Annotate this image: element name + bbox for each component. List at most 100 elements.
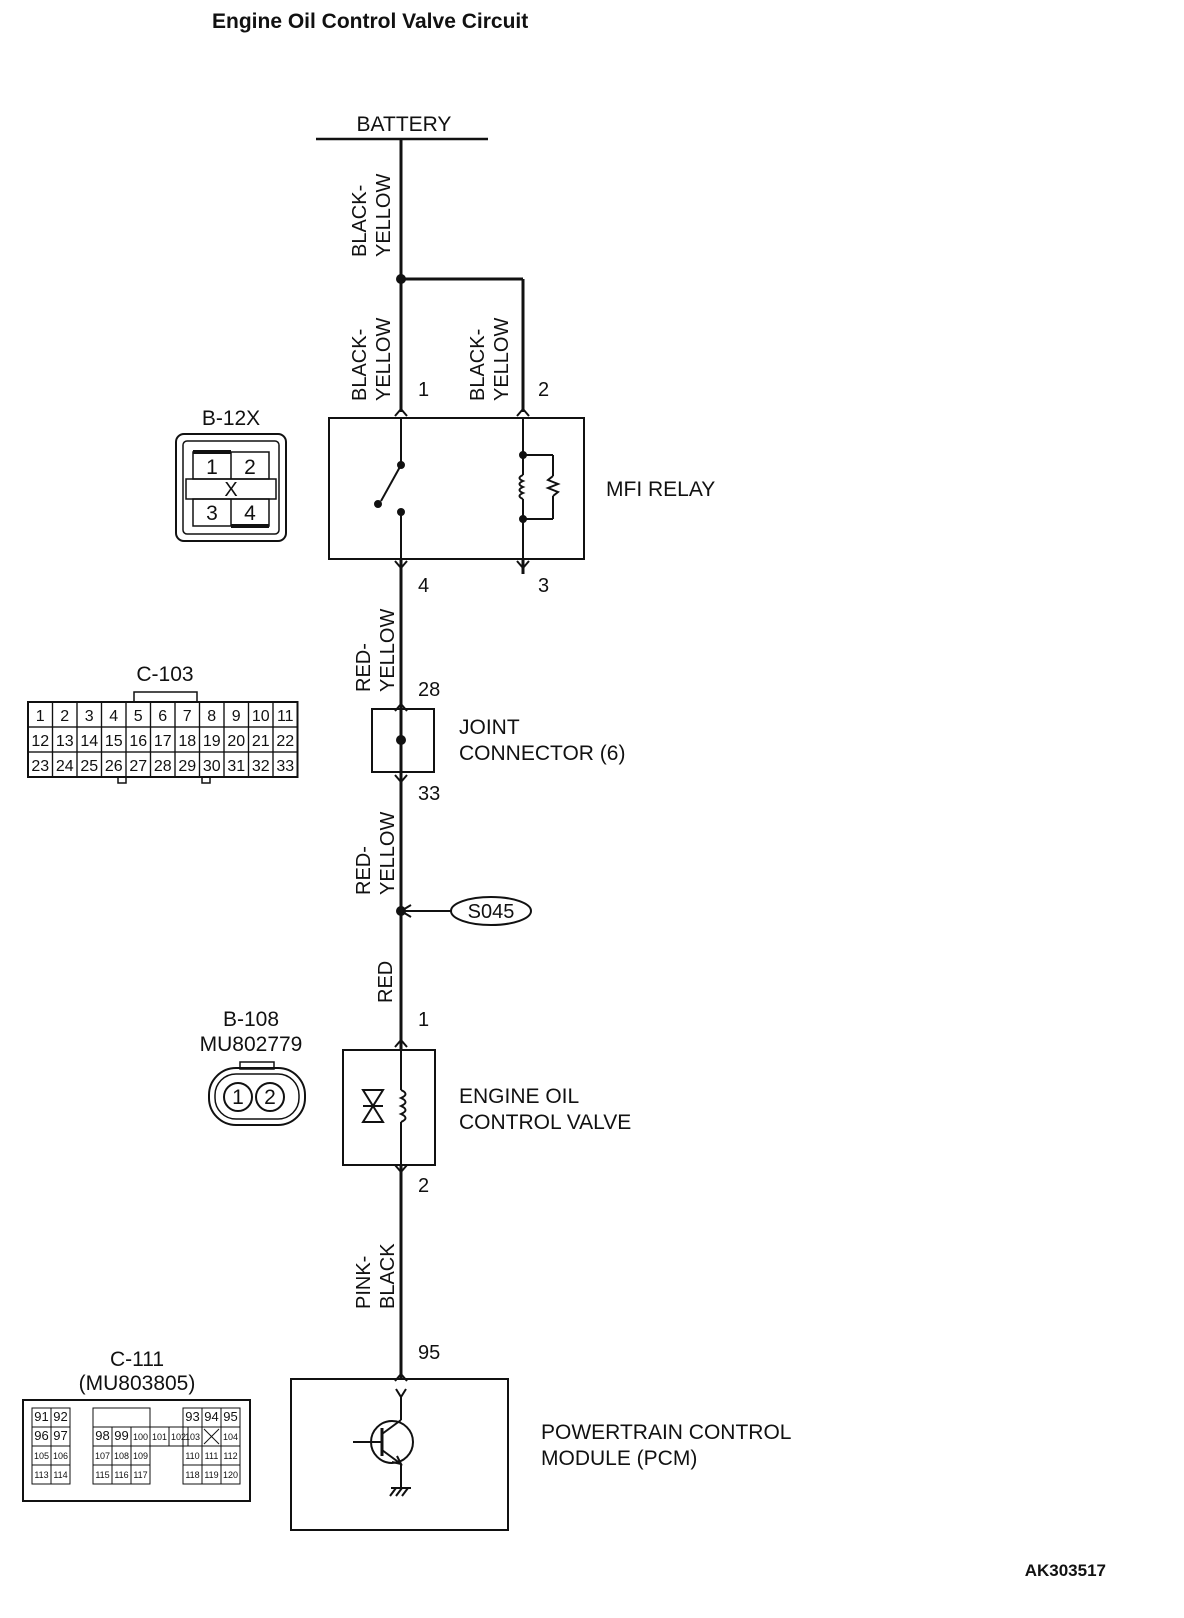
c111-pin-label: 101 — [152, 1432, 167, 1442]
valve-label-1: ENGINE OIL — [459, 1085, 579, 1108]
joint-connector-box — [371, 708, 435, 773]
svg-text:RED-: RED- — [353, 643, 375, 692]
c111-pin-label: 113 — [34, 1470, 48, 1480]
c103-pin-label: 16 — [129, 733, 147, 750]
relay-switch-symbol — [374, 418, 405, 559]
c103-pin-label: 5 — [134, 708, 143, 725]
mfi-relay-box — [328, 417, 585, 560]
b108-pin-2: 2 — [264, 1086, 276, 1109]
svg-text:YELLOW: YELLOW — [377, 812, 399, 895]
c103-pin-label: 31 — [227, 758, 245, 775]
svg-text:BLACK-: BLACK- — [349, 185, 371, 257]
oil-control-valve-box — [342, 1049, 436, 1166]
relay-coil-symbol — [518, 418, 561, 559]
b12x-pin-3: 3 — [206, 502, 218, 525]
b12x-pin-2: 2 — [244, 456, 256, 479]
wire-label-battery-feed: BLACK- YELLOW — [349, 174, 395, 257]
c103-pin-label: 27 — [129, 758, 147, 775]
c103-pin-label: 18 — [178, 733, 196, 750]
transistor-symbol — [353, 1388, 414, 1497]
c111-pin-label: 97 — [53, 1428, 67, 1443]
c111-pin-label: 110 — [185, 1451, 199, 1461]
connector-b108-part: MU802779 — [200, 1033, 303, 1056]
c103-pin-label: 8 — [207, 708, 216, 725]
c111-pin-label: 96 — [34, 1428, 48, 1443]
c111-cavity — [50, 1464, 71, 1485]
c111-blank-cavity — [203, 1428, 220, 1445]
c111-pin-label: 94 — [204, 1409, 218, 1424]
c103-pin-label: 6 — [158, 708, 167, 725]
c103-pin-label: 9 — [232, 708, 241, 725]
c103-pin-label: 29 — [178, 758, 196, 775]
wire-label-relay-pin2: BLACK- YELLOW — [467, 318, 513, 401]
c111-pin-label: 93 — [185, 1409, 199, 1424]
c103-pin-label: 2 — [60, 708, 69, 725]
c103-pin-label: 22 — [276, 733, 294, 750]
c111-cavity — [168, 1426, 189, 1447]
c103-pin-label: 7 — [183, 708, 192, 725]
relay-pin-1: 1 — [418, 379, 429, 401]
c111-cavity — [130, 1464, 151, 1485]
svg-text:YELLOW: YELLOW — [373, 318, 395, 401]
c111-pin-label: 109 — [133, 1451, 148, 1461]
c111-cavity — [220, 1464, 241, 1485]
c103-pin-label: 20 — [227, 733, 245, 750]
connector-b12x-name: B-12X — [202, 407, 260, 430]
c103-pin-label: 23 — [31, 758, 49, 775]
c111-pin-label: 95 — [223, 1409, 237, 1424]
svg-text:RED: RED — [375, 961, 397, 1003]
svg-text:RED-: RED- — [353, 846, 375, 895]
c111-pin-label: 120 — [223, 1470, 238, 1480]
figure-code: AK303517 — [1025, 1561, 1106, 1580]
svg-text:BLACK-: BLACK- — [349, 329, 371, 401]
valve-pin-1: 1 — [418, 1009, 429, 1031]
joint-pin-28: 28 — [418, 679, 440, 701]
joint-label-1: JOINT — [459, 716, 520, 739]
c103-pin-label: 25 — [80, 758, 98, 775]
pcm-label-2: MODULE (PCM) — [541, 1447, 697, 1470]
c111-pin-label: 92 — [53, 1409, 67, 1424]
c111-pin-label: 100 — [133, 1432, 148, 1442]
splice-tag — [450, 896, 532, 926]
valve-label-2: CONTROL VALVE — [459, 1111, 631, 1134]
c111-pin-label: 106 — [53, 1451, 68, 1461]
c111-pin-label: 103 — [185, 1432, 200, 1442]
svg-text:BLACK-: BLACK- — [467, 329, 489, 401]
c103-pin-label: 32 — [252, 758, 270, 775]
c103-pin-label: 3 — [85, 708, 94, 725]
connector-b108-name: B-108 — [223, 1008, 279, 1031]
c111-pin-label: 116 — [114, 1470, 128, 1480]
b108-pin-1: 1 — [232, 1086, 244, 1109]
c103-pin-label: 33 — [276, 758, 294, 775]
battery-label: BATTERY — [357, 113, 452, 136]
joint-label-2: CONNECTOR (6) — [459, 742, 625, 765]
c103-pin-label: 24 — [56, 758, 74, 775]
connector-c111-part: (MU803805) — [79, 1372, 196, 1395]
c103-pin-label: 30 — [203, 758, 221, 775]
connector-c111-shell — [22, 1399, 251, 1502]
junction-dot — [396, 274, 406, 284]
svg-text:YELLOW: YELLOW — [373, 174, 395, 257]
c111-pin-label: 117 — [133, 1470, 147, 1480]
wire-label-valve-out: PINK- BLACK — [353, 1243, 399, 1309]
wire-label-valve-feed: RED — [375, 961, 397, 1003]
c111-pin-label: 91 — [34, 1409, 48, 1424]
joint-pin-33: 33 — [418, 783, 440, 805]
splice-label: S045 — [468, 901, 515, 923]
c103-pin-label: 21 — [252, 733, 270, 750]
c103-pin-label: 26 — [105, 758, 123, 775]
c111-pin-label: 107 — [95, 1451, 110, 1461]
b12x-mark: X — [224, 479, 237, 501]
relay-pin-2: 2 — [538, 379, 549, 401]
c103-pin-label: 11 — [277, 708, 294, 725]
c103-pin-label: 12 — [31, 733, 49, 750]
c103-pin-label: 10 — [252, 708, 270, 725]
c103-pin-label: 14 — [80, 733, 98, 750]
pcm-pin-95: 95 — [418, 1342, 440, 1364]
c103-pin-label: 19 — [203, 733, 221, 750]
c111-pin-label: 104 — [223, 1432, 238, 1442]
svg-text:BLACK: BLACK — [377, 1243, 399, 1309]
